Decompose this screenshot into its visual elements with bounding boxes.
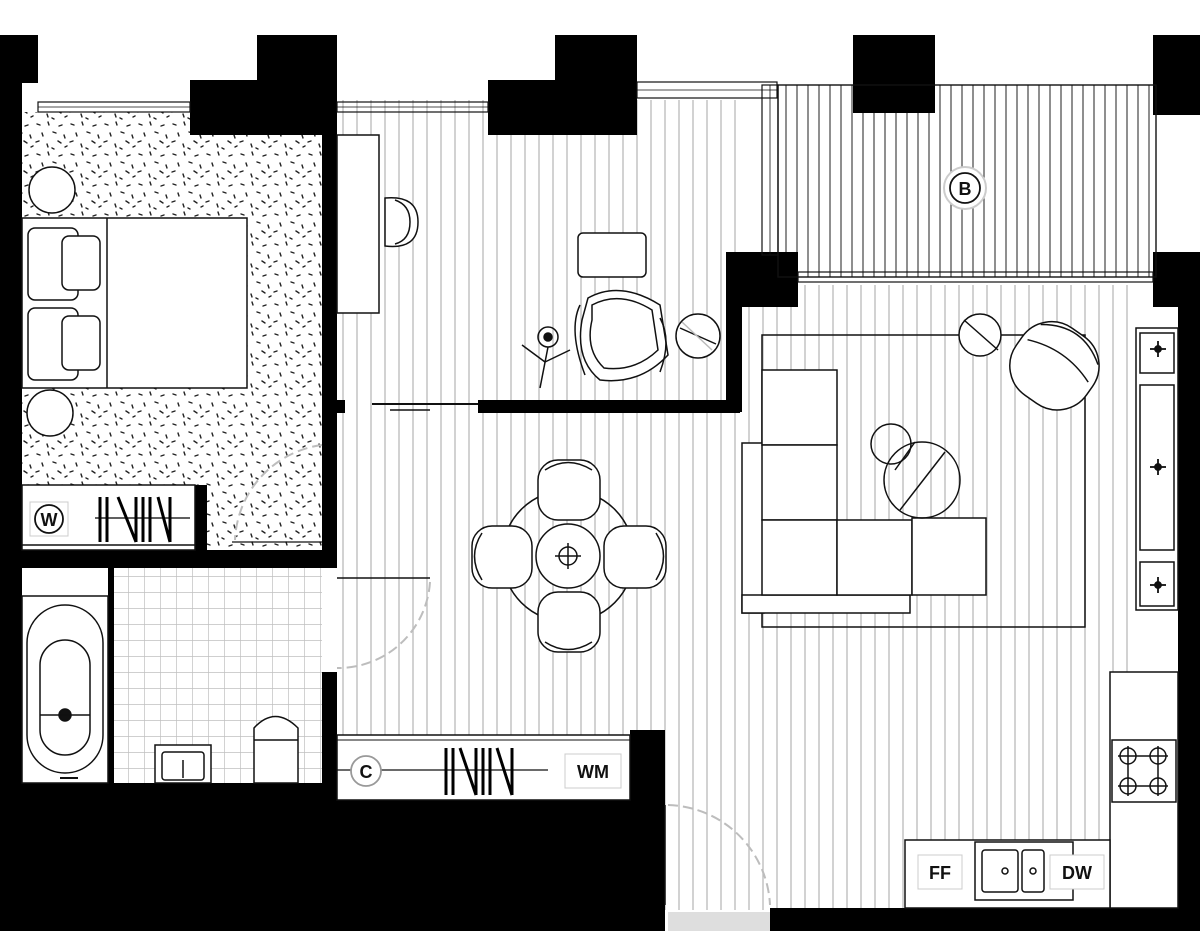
cupboard-tag: C [350, 755, 382, 787]
ottoman [577, 232, 647, 278]
living [741, 313, 1100, 628]
wall-balcony-corner [726, 252, 798, 307]
desk [336, 134, 380, 314]
dining [471, 459, 667, 653]
pillow [61, 235, 101, 291]
wall-bottom-right [770, 908, 1200, 931]
washing-machine-label: WM [577, 762, 609, 782]
wardrobe-label-circle [34, 504, 64, 534]
entry-floor [645, 735, 910, 910]
wall-column [488, 80, 637, 135]
study [336, 134, 721, 411]
wardrobe-hangers [95, 496, 190, 543]
dining-chair [537, 459, 601, 521]
cupboard-label-circle [350, 755, 382, 787]
downlight-icon [1150, 341, 1166, 593]
fridge-tag: FF [917, 854, 963, 890]
toilet [253, 715, 299, 784]
study-floor [336, 100, 736, 405]
bathroom-door-swing [336, 581, 431, 670]
bedside-table [26, 389, 74, 437]
cupboard-hangers [444, 747, 514, 796]
cupboard-label: C [360, 762, 373, 782]
wall-column [190, 80, 337, 135]
bathroom [21, 595, 299, 784]
balcony-label-circle [949, 172, 981, 204]
dishwasher-tag: DW [1049, 854, 1105, 890]
fridge-freezer-label: FF [929, 863, 951, 883]
entry-threshold [668, 912, 770, 931]
sofa [741, 369, 987, 614]
wall-bath-divider [108, 568, 114, 783]
wall-column [1153, 35, 1200, 115]
bedroom-door-swing [234, 444, 323, 541]
wall-study-bottom [478, 400, 740, 413]
wall-column [853, 35, 935, 113]
dining-chair [603, 525, 667, 589]
entry-door-swing [667, 804, 771, 906]
wall-bedroom-right [322, 85, 337, 560]
wardrobe-label: W [41, 510, 58, 530]
washing-machine-tag: WM [564, 753, 622, 789]
wall-wardrobe-edge [195, 485, 207, 555]
lounge-armchair [1009, 320, 1100, 411]
balcony-label: B [959, 179, 972, 199]
cooktop [1111, 739, 1177, 803]
walls [0, 35, 1200, 931]
balcony-tag: B [943, 166, 987, 210]
kitchen [904, 327, 1179, 909]
wall-balcony-right [1153, 252, 1200, 307]
wall-entry-left [630, 730, 665, 931]
wall-right [1178, 300, 1200, 931]
balcony-outline [777, 84, 1157, 278]
floor-lamp-icon [521, 326, 571, 389]
wall-column [257, 35, 337, 85]
wardrobe-tag: W [29, 501, 69, 537]
wall-study-stub [330, 400, 345, 413]
doors [336, 577, 771, 906]
wall-bed-bath-divider [22, 550, 337, 568]
armchair [579, 289, 669, 382]
bathtub-basin [39, 639, 91, 756]
desk-chair [384, 196, 419, 248]
wall-bath-right [322, 672, 337, 802]
wall-bottom-left [0, 783, 337, 931]
bedside-table [28, 166, 76, 214]
dishwasher-label: DW [1062, 863, 1092, 883]
wall-bottom-mid [337, 800, 645, 931]
pillow [61, 315, 101, 371]
dining-chair [471, 525, 533, 589]
wall-left [0, 35, 22, 931]
burner-icon [1118, 746, 1168, 796]
coffee-table [883, 441, 961, 519]
dining-chair [537, 591, 601, 653]
wall-column [555, 35, 637, 85]
